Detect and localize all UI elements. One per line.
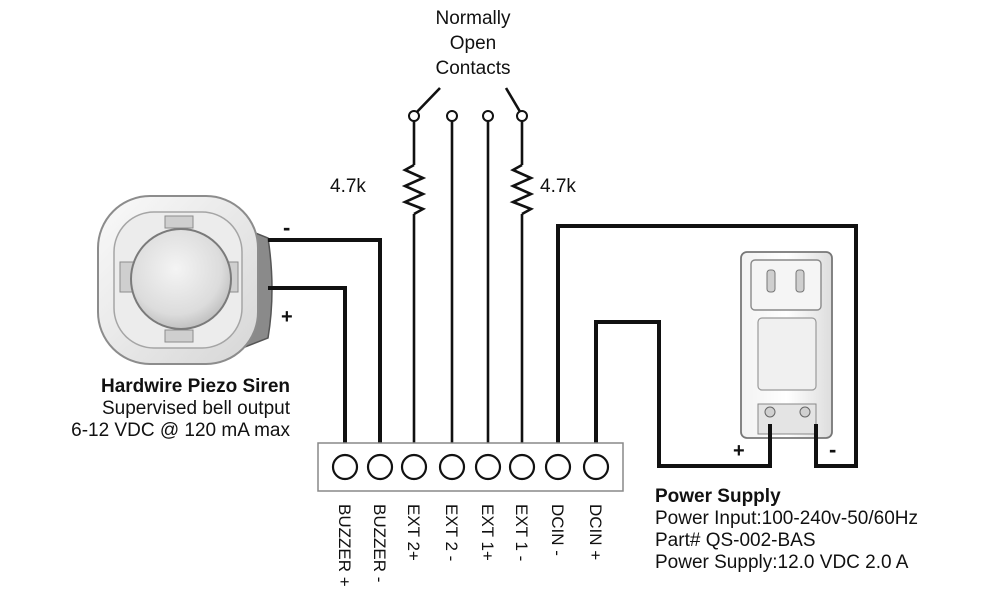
terminal-screw-5 [474, 453, 502, 481]
terminal-label-4: EXT 2 - [442, 504, 461, 561]
contacts-title-line-2: Open [450, 33, 496, 54]
dcin-plus-wire [594, 320, 772, 468]
terminal-label-2: BUZZER - [370, 504, 389, 582]
siren-minus-label: - [283, 215, 290, 240]
psu-minus-label: - [829, 437, 836, 462]
contact-switch-left [408, 87, 458, 122]
terminal-label-8: DCIN + [586, 504, 605, 560]
terminal-label-6: EXT 1 - [512, 504, 531, 561]
siren-line-2: 6-12 VDC @ 120 mA max [71, 420, 290, 441]
contacts-title-line-3: Contacts [436, 58, 511, 79]
terminal-block [317, 442, 624, 492]
buzzer-minus-wire [268, 238, 382, 457]
ext1-minus-wire [509, 121, 535, 457]
ext2-plus-wire [401, 121, 427, 457]
power-supply-caption: Power Supply Power Input:100-240v-50/60H… [655, 486, 918, 574]
power-supply-line-3: Power Supply:12.0 VDC 2.0 A [655, 552, 909, 573]
power-supply-title: Power Supply [655, 486, 781, 507]
siren-plus-label: + [281, 306, 293, 328]
terminal-screw-8 [582, 453, 610, 481]
dcin-minus-wire [556, 224, 858, 468]
psu-plus-label: + [733, 440, 745, 462]
terminal-screw-6 [508, 453, 536, 481]
terminal-label-3: EXT 2+ [404, 504, 423, 561]
siren-caption: Hardwire Piezo Siren Supervised bell out… [71, 376, 290, 442]
terminal-screw-1 [331, 453, 359, 481]
terminal-label-1: BUZZER + [335, 504, 354, 587]
terminal-screw-4 [438, 453, 466, 481]
power-supply-image [740, 251, 833, 439]
resistor-left-label: 4.7k [330, 176, 366, 197]
terminal-screw-2 [366, 453, 394, 481]
terminal-screw-7 [544, 453, 572, 481]
terminal-labels: BUZZER + BUZZER - EXT 2+ EXT 2 - EXT 1+ EXT 1… [335, 504, 605, 587]
terminal-label-7: DCIN - [548, 504, 567, 556]
power-supply-line-1: Power Input:100-240v-50/60Hz [655, 508, 918, 529]
buzzer-plus-wire [268, 286, 347, 457]
contact-switch-right [482, 87, 528, 122]
terminal-screw-3 [400, 453, 428, 481]
power-supply-line-2: Part# QS-002-BAS [655, 530, 816, 551]
piezo-siren-image [97, 195, 273, 365]
terminal-label-5: EXT 1+ [478, 504, 497, 561]
contacts-title-line-1: Normally [436, 8, 511, 29]
siren-line-1: Supervised bell output [101, 398, 290, 419]
resistor-right-label: 4.7k [540, 176, 576, 197]
siren-title: Hardwire Piezo Siren [100, 376, 290, 397]
terminal-screws [331, 453, 610, 481]
